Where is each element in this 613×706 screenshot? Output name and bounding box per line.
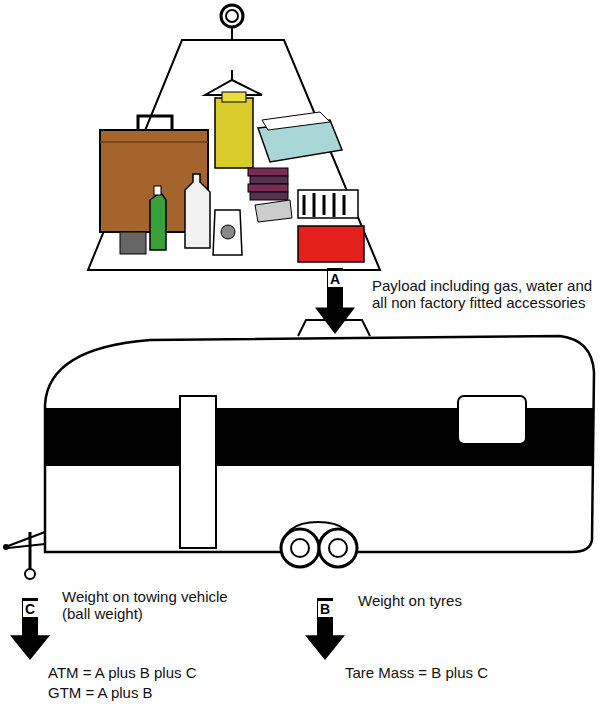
callout-letter: B (318, 601, 333, 617)
mass-formula: GTM = A plus B (48, 684, 338, 701)
load-note: Payload including gas, water and all non… (372, 277, 606, 312)
callout-letter: A (328, 271, 343, 287)
load-arrow: B (305, 598, 345, 660)
arrow-fill (10, 598, 50, 660)
load-arrow: C (10, 598, 50, 660)
mass-formula: Tare Mass = B plus C (345, 664, 605, 681)
callout-letter: C (23, 601, 38, 617)
caravan (3, 320, 600, 579)
arrow-fill (305, 598, 345, 660)
load-arrow: A (315, 268, 355, 334)
arrow-fill (315, 268, 355, 334)
payload-bag (88, 5, 380, 270)
load-note: Weight on towing vehicle (ball weight) (62, 588, 237, 623)
load-note: Weight on tyres (358, 592, 558, 609)
mass-formula: ATM = A plus B plus C (48, 664, 338, 681)
